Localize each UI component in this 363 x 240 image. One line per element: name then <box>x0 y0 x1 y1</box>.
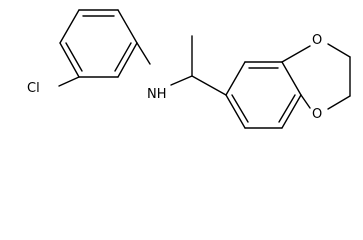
benzodioxane-aromatic-ring <box>225 61 302 129</box>
oxygen-lower-label: O <box>312 107 322 122</box>
bond <box>281 45 311 63</box>
bond <box>191 75 227 96</box>
bond <box>59 42 80 78</box>
chlorophenyl-ring <box>59 9 138 78</box>
double-bond <box>278 94 296 123</box>
bond <box>225 94 246 129</box>
double-bond <box>231 94 249 123</box>
bond <box>59 9 80 44</box>
double-bond <box>114 42 132 72</box>
oxygen-upper-label: O <box>312 33 322 48</box>
bond <box>225 61 246 96</box>
bond <box>327 43 351 58</box>
bond <box>281 94 302 129</box>
bond <box>327 95 351 110</box>
bond <box>300 94 311 109</box>
molecule-diagram: Cl NH O O <box>27 9 351 129</box>
bond <box>281 61 302 96</box>
bond <box>117 42 138 78</box>
double-bond <box>65 42 83 72</box>
structure-canvas: Cl NH O O <box>27 9 351 129</box>
bond <box>117 9 138 44</box>
dioxane-ring: O O <box>281 33 351 122</box>
amine-label: NH <box>147 87 167 102</box>
bond <box>136 42 151 65</box>
bond <box>170 75 193 86</box>
bond <box>58 76 80 87</box>
chlorine-label: Cl <box>27 81 40 96</box>
